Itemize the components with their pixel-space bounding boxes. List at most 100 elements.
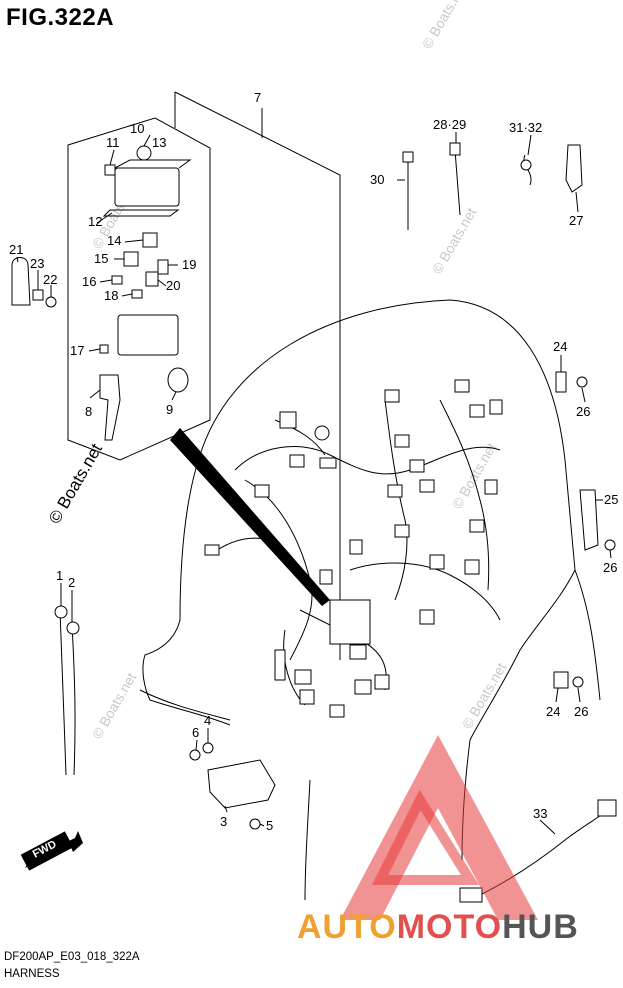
grommet [314,425,330,441]
section-name: HARNESS [4,968,60,980]
fwd-arrow: FWD [20,831,83,871]
cable-tie [449,142,461,156]
callout-labels: 7 10 11 13 12 14 15 19 16 20 18 17 8 9 2… [9,90,618,833]
sensor [274,649,286,681]
washer [45,296,57,308]
lower-bracket [189,742,276,830]
washer [202,742,214,754]
callout-26: 26 [576,404,590,419]
svg-text:AUTOMOTOHUB: AUTOMOTOHUB [297,908,579,946]
callout-23: 23 [30,256,44,271]
connector [349,644,367,660]
connector [319,457,337,469]
connector [329,704,345,718]
cap-parts [11,257,57,308]
connector [299,689,315,705]
nut [249,818,261,830]
connector [387,484,403,498]
connector [279,411,297,429]
leader-lines [16,132,612,835]
fuse-box-parts [99,145,192,441]
callout-15: 15 [94,251,108,266]
callout-20: 20 [166,278,180,293]
connector [419,609,435,625]
connector [204,544,220,556]
connector [384,389,400,403]
callout-18: 18 [104,288,118,303]
brand-hub: HUB [502,908,579,946]
callout-4: 4 [204,713,211,728]
cap [136,145,152,161]
connector [394,524,410,538]
right-brackets [553,371,616,689]
model-code: DF200AP_E03_018_322A [4,951,140,963]
callout-2: 2 [68,575,75,590]
connector [489,399,503,415]
bolt [189,749,201,761]
callout-12: 12 [88,214,102,229]
callout-17: 17 [70,343,84,358]
cable-tie [402,151,414,163]
logo-triangle-inner [371,789,480,885]
callout-25: 25 [604,492,618,507]
callout-19: 19 [182,257,196,272]
clip [99,344,109,354]
callout-3: 3 [220,814,227,829]
brand-auto: AUTO [297,908,397,946]
callout-7: 7 [254,90,261,105]
watermark-text-main: © Boats.net [45,440,106,527]
figure-title: FIG.322A [6,4,115,31]
callout-22: 22 [43,272,57,287]
connector [289,454,305,468]
callout-27: 27 [569,213,583,228]
connector [469,404,485,418]
callout-6: 6 [192,725,199,740]
cable-terminal [54,605,68,619]
callout-28-29: 28·29 [433,117,466,132]
connector [294,669,312,685]
callout-8: 8 [85,404,92,419]
fuse-box-frame [67,117,211,461]
watermark-text: © Boats.net [449,440,500,512]
callout-10: 10 [130,121,144,136]
callout-33: 33 [533,806,547,821]
connector [464,559,480,575]
harness-connectors [204,379,503,718]
callout-5: 5 [266,818,273,833]
callout-31-32: 31·32 [509,120,542,135]
bolt [576,376,588,388]
coupler [459,887,483,903]
harness-coupler [99,374,121,441]
logo-triangle [340,735,538,920]
fuse-box-cover [114,167,180,207]
connector [394,434,410,448]
ecm-module [329,599,371,645]
fuse [131,289,143,299]
callout-24: 24 [553,339,567,354]
watermark-text: © Boats.net [419,0,470,52]
watermark-text: © Boats.net [429,205,480,277]
clamp [565,144,583,193]
terminal-cap [11,257,31,306]
callout-16: 16 [82,274,96,289]
callout-14: 14 [107,233,121,248]
fuse [111,275,123,285]
watermark-text: © Boats.net [89,670,140,742]
fuse [104,164,116,176]
connector [429,554,445,570]
callout-24: 24 [546,704,560,719]
connector [454,379,470,393]
grommet [167,367,189,393]
callout-26: 26 [574,704,588,719]
callout-11: 11 [106,135,120,150]
connector [419,479,435,493]
pointer-arrow [170,428,330,606]
fuse [157,259,169,275]
connector [469,519,485,533]
bracket [553,671,569,689]
harness-group-frame [174,91,341,660]
callout-30: 30 [370,172,384,187]
connector [349,539,363,555]
fuse [145,271,159,287]
